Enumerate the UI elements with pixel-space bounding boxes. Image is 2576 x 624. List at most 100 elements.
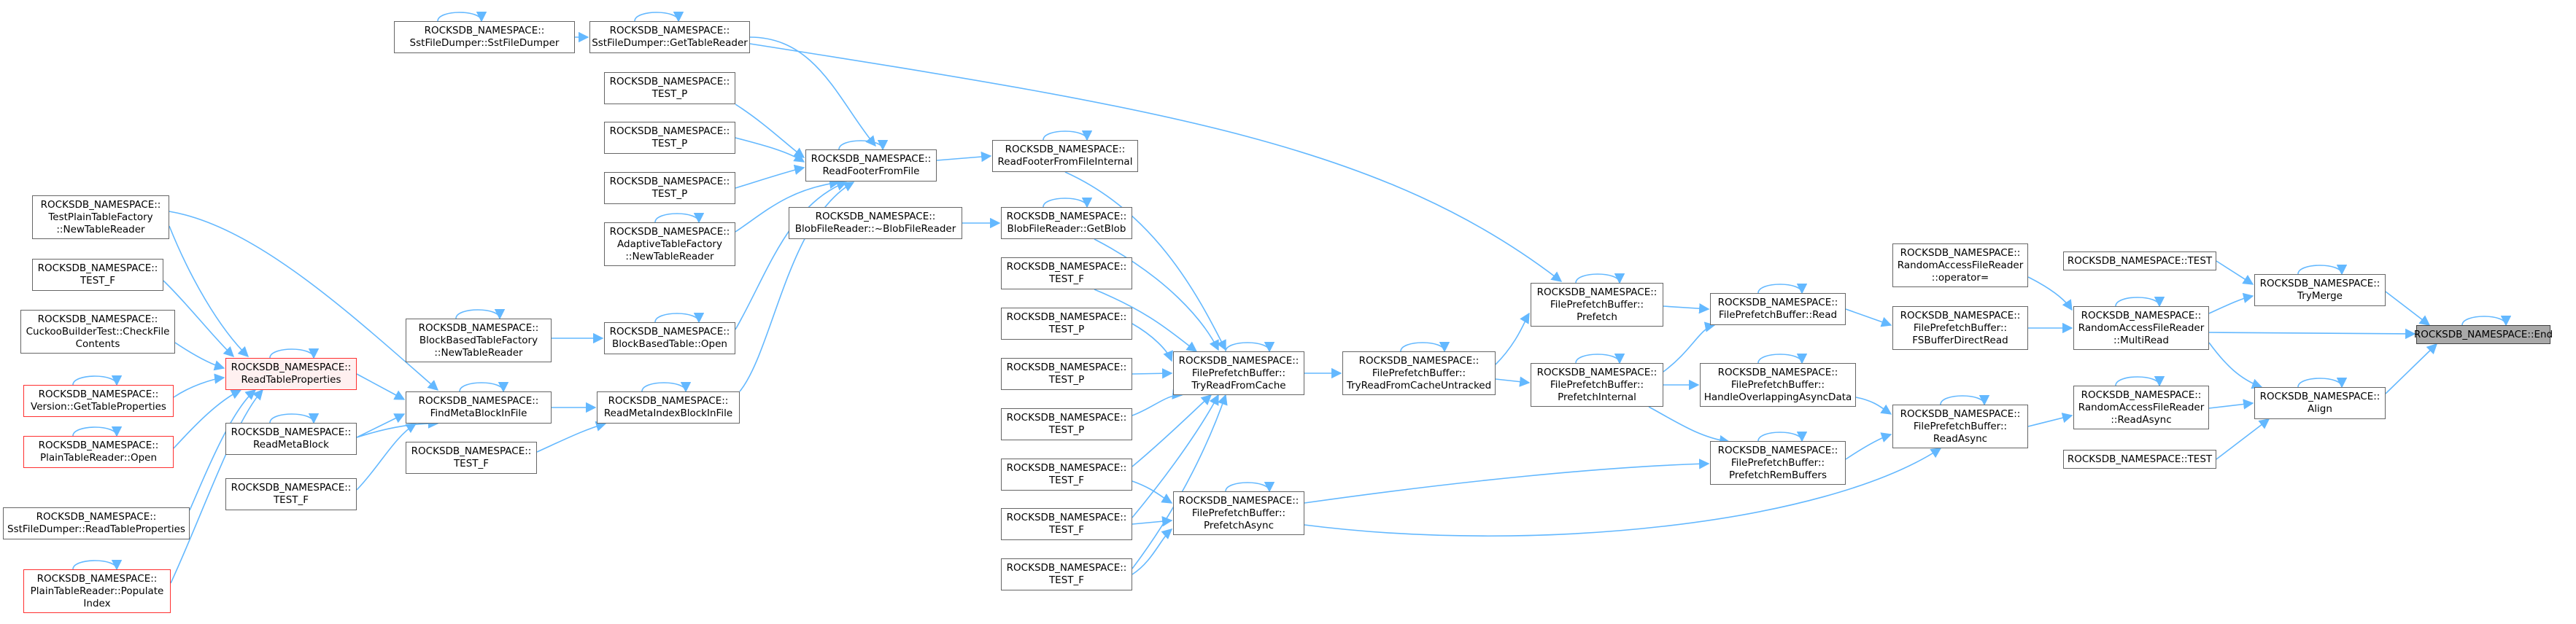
node-raf-read-async[interactable]: ROCKSDB_NAMESPACE:: RandomAccessFileRead…: [2073, 386, 2209, 429]
node-fpb-read-async[interactable]: ROCKSDB_NAMESPACE:: FilePrefetchBuffer::…: [1892, 405, 2028, 448]
node-prefetch-rem-buffers[interactable]: ROCKSDB_NAMESPACE:: FilePrefetchBuffer::…: [1710, 441, 1846, 485]
edge-testtop-trymerge: [2216, 260, 2254, 285]
node-test-p-c2[interactable]: ROCKSDB_NAMESPACE:: TEST_P: [1001, 308, 1132, 340]
node-test-top[interactable]: ROCKSDB_NAMESPACE::TEST: [2063, 251, 2216, 270]
node-read-footer-from-file[interactable]: ROCKSDB_NAMESPACE:: ReadFooterFromFile: [805, 149, 937, 182]
self-loop-arc: [634, 12, 684, 23]
node-block-based-table-open[interactable]: ROCKSDB_NAMESPACE:: BlockBasedTable::Ope…: [604, 322, 735, 354]
self-loop-arc: [654, 313, 705, 324]
node-test-p-1[interactable]: ROCKSDB_NAMESPACE:: TEST_P: [604, 72, 735, 104]
node-block-based-table-factory[interactable]: ROCKSDB_NAMESPACE:: BlockBasedTableFacto…: [406, 319, 552, 362]
node-prefetch-async[interactable]: ROCKSDB_NAMESPACE:: FilePrefetchBuffer::…: [1173, 491, 1304, 535]
self-loop-arc: [1757, 432, 1808, 442]
node-plain-table-reader-open[interactable]: ROCKSDB_NAMESPACE:: PlainTableReader::Op…: [23, 436, 174, 468]
node-sst-file-dumper[interactable]: ROCKSDB_NAMESPACE:: SstFileDumper::SstFi…: [394, 21, 575, 53]
node-find-meta-block-in-file[interactable]: ROCKSDB_NAMESPACE:: FindMetaBlockInFile: [406, 391, 552, 424]
edge-testf1-tryreadcache: [1094, 289, 1198, 352]
node-test-p-3[interactable]: ROCKSDB_NAMESPACE:: TEST_P: [604, 172, 735, 204]
node-test-f-left[interactable]: ROCKSDB_NAMESPACE:: TEST_F: [32, 259, 163, 291]
edge-testbot-align: [2216, 418, 2270, 460]
edge-prefetchinternal-fpbread: [1663, 321, 1716, 373]
edge-getblob-tryreadcache: [1094, 238, 1219, 351]
node-test-p-c3[interactable]: ROCKSDB_NAMESPACE:: TEST_P: [1001, 358, 1132, 390]
node-fs-buffer-direct-read[interactable]: ROCKSDB_NAMESPACE:: FilePrefetchBuffer::…: [1892, 306, 2028, 350]
edge-cuckoo-readtableprops: [174, 342, 225, 371]
node-test-f-mid2[interactable]: ROCKSDB_NAMESPACE:: TEST_F: [406, 442, 537, 474]
edge-align-end: [2385, 343, 2438, 394]
node-test-f-c1[interactable]: ROCKSDB_NAMESPACE:: TEST_F: [1001, 257, 1132, 289]
self-loop-arc: [654, 213, 705, 224]
self-loop-arc: [269, 348, 320, 359]
self-loop-arc: [437, 12, 487, 23]
node-cuckoo-builder-test[interactable]: ROCKSDB_NAMESPACE:: CuckooBuilderTest::C…: [20, 310, 175, 354]
node-fpb-read[interactable]: ROCKSDB_NAMESPACE:: FilePrefetchBuffer::…: [1710, 293, 1846, 325]
edge-adaptive-readfooter: [735, 178, 840, 233]
self-loop-arc: [1400, 342, 1450, 353]
node-read-table-properties[interactable]: ROCKSDB_NAMESPACE:: ReadTableProperties: [225, 358, 357, 390]
node-test-plain-table-factory[interactable]: ROCKSDB_NAMESPACE:: TestPlainTableFactor…: [32, 195, 169, 239]
self-loop-arc: [1757, 354, 1808, 364]
edge-readfooter-internal: [936, 151, 992, 163]
edge-trymerge-end: [2385, 291, 2431, 326]
self-loop-arc: [72, 560, 123, 571]
edge-bbtopen-readfooter: [735, 180, 848, 330]
node-raf-operator-assign[interactable]: ROCKSDB_NAMESPACE:: RandomAccessFileRead…: [1892, 243, 2028, 287]
self-loop-arc: [2297, 265, 2348, 276]
self-loop-arc: [2115, 376, 2165, 387]
edge-testf6-prefetchasync: [1132, 516, 1173, 527]
edge-testfmid2-readmetaindex: [536, 421, 607, 453]
edge-testf-findmeta: [356, 423, 417, 491]
edge-gettablereader-readfooter: [749, 36, 876, 147]
node-test-f-c6[interactable]: ROCKSDB_NAMESPACE:: TEST_F: [1001, 508, 1132, 540]
node-blob-file-reader-dtor[interactable]: ROCKSDB_NAMESPACE:: BlobFileReader::~Blo…: [789, 207, 962, 239]
edge-readmetaindex-readfooter: [739, 182, 855, 392]
node-adaptive-table-factory[interactable]: ROCKSDB_NAMESPACE:: AdaptiveTableFactory…: [604, 222, 735, 266]
node-read-footer-from-file-internal[interactable]: ROCKSDB_NAMESPACE:: ReadFooterFromFileIn…: [992, 140, 1138, 172]
node-prefetch[interactable]: ROCKSDB_NAMESPACE:: FilePrefetchBuffer::…: [1531, 283, 1663, 327]
edge-handleoverlap-readasync: [1855, 397, 1892, 415]
self-loop-arc: [1043, 130, 1093, 141]
edge-multiread-align: [2208, 342, 2263, 389]
node-test-f-c5[interactable]: ROCKSDB_NAMESPACE:: TEST_F: [1001, 459, 1132, 491]
node-test-bottom[interactable]: ROCKSDB_NAMESPACE::TEST: [2063, 450, 2216, 469]
edge-prefetch-fpbread: [1663, 303, 1710, 314]
self-loop-arc: [1940, 395, 1990, 406]
self-loop-arc: [2461, 316, 2512, 327]
node-end-focus[interactable]: ROCKSDB_NAMESPACE::End: [2414, 325, 2553, 344]
node-version-get-table-properties[interactable]: ROCKSDB_NAMESPACE:: Version::GetTablePro…: [23, 385, 174, 417]
self-loop-arc: [455, 309, 506, 320]
edge-testp3-readfooter: [735, 164, 805, 189]
node-test-p-c4[interactable]: ROCKSDB_NAMESPACE:: TEST_P: [1001, 408, 1132, 440]
edge-testp2-tryreadcache: [1132, 323, 1173, 362]
node-blob-get-blob[interactable]: ROCKSDB_NAMESPACE:: BlobFileReader::GetB…: [1001, 207, 1132, 239]
node-try-merge[interactable]: ROCKSDB_NAMESPACE:: TryMerge: [2254, 274, 2386, 306]
self-loop-arc: [72, 375, 123, 386]
node-handle-overlapping-async-data[interactable]: ROCKSDB_NAMESPACE:: FilePrefetchBuffer::…: [1700, 363, 1856, 407]
node-read-meta-index-block-in-file[interactable]: ROCKSDB_NAMESPACE:: ReadMetaIndexBlockIn…: [597, 391, 740, 424]
edge-testp4-tryreadcache: [1132, 389, 1183, 416]
node-prefetch-internal[interactable]: ROCKSDB_NAMESPACE:: FilePrefetchBuffer::…: [1531, 363, 1663, 407]
self-loop-arc: [269, 413, 320, 424]
edge-readmetablock-readmetaindex: [356, 418, 439, 438]
node-try-read-from-cache[interactable]: ROCKSDB_NAMESPACE:: FilePrefetchBuffer::…: [1173, 351, 1304, 395]
node-test-f-mid[interactable]: ROCKSDB_NAMESPACE:: TEST_F: [225, 478, 357, 510]
node-read-meta-block[interactable]: ROCKSDB_NAMESPACE:: ReadMetaBlock: [225, 423, 357, 455]
node-sst-read-table-properties[interactable]: ROCKSDB_NAMESPACE:: SstFileDumper::ReadT…: [3, 507, 190, 539]
edge-prefetchrem-readasync: [1845, 432, 1892, 460]
edge-testp3-tryreadcache: [1132, 368, 1173, 379]
edge-populate-readtableprops: [170, 389, 263, 584]
edge-fpbread-fsbuffer: [1845, 308, 1892, 327]
node-align[interactable]: ROCKSDB_NAMESPACE:: Align: [2254, 387, 2386, 419]
node-plain-table-reader-populate-index[interactable]: ROCKSDB_NAMESPACE:: PlainTableReader::Po…: [23, 569, 171, 613]
edge-readasync-prefetchasync: [1304, 448, 1942, 537]
node-try-read-from-cache-untracked[interactable]: ROCKSDB_NAMESPACE:: FilePrefetchBuffer::…: [1342, 351, 1496, 395]
node-get-table-reader[interactable]: ROCKSDB_NAMESPACE:: SstFileDumper::GetTa…: [589, 21, 750, 53]
node-test-p-2[interactable]: ROCKSDB_NAMESPACE:: TEST_P: [604, 122, 735, 154]
edge-fpbreadasync-rafreadasync: [2027, 413, 2073, 427]
edge-readmetablock-findmeta: [356, 413, 406, 438]
edge-testf7-prefetchasync: [1132, 529, 1173, 575]
node-raf-multi-read[interactable]: ROCKSDB_NAMESPACE:: RandomAccessFileRead…: [2073, 306, 2209, 350]
edge-testf7-tryreadcache: [1132, 394, 1228, 569]
node-test-f-c7[interactable]: ROCKSDB_NAMESPACE:: TEST_F: [1001, 558, 1132, 590]
